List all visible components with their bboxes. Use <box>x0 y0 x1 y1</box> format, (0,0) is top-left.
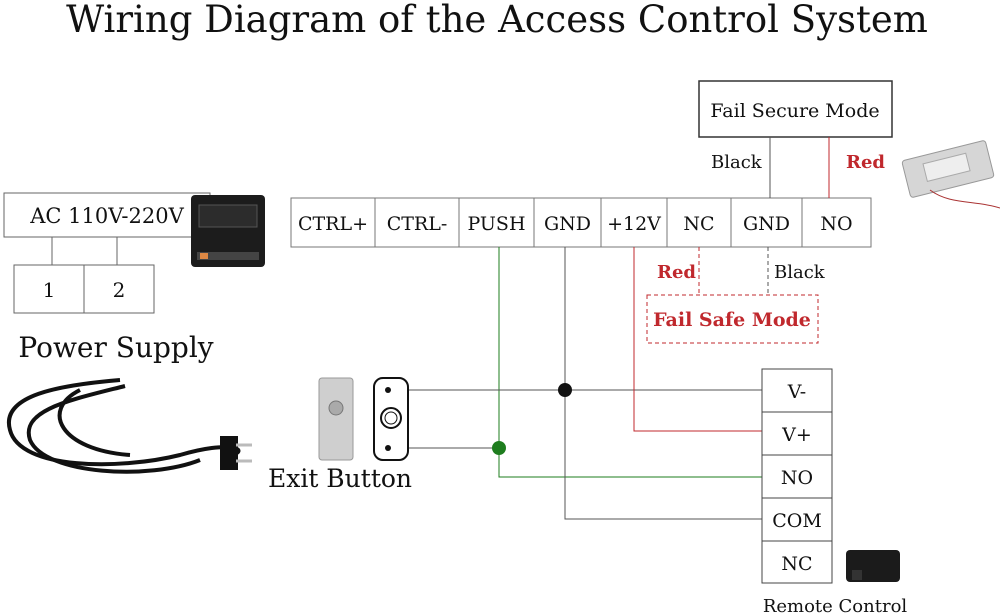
exit-button: Exit Button <box>268 377 412 493</box>
fail-secure-label: Fail Secure Mode <box>710 100 879 122</box>
exit-button-caption: Exit Button <box>268 464 412 493</box>
controller-terminal-label: CTRL- <box>387 213 448 235</box>
controller-terminal-block: CTRL+ CTRL- PUSH GND +12V NC GND NO <box>290 197 872 248</box>
controller-terminal-label: GND <box>544 213 591 235</box>
remote-terminal: V- <box>761 368 833 413</box>
remote-terminal-label: COM <box>772 510 822 532</box>
wires <box>390 247 762 520</box>
power-supply-unit-image <box>191 195 265 267</box>
controller-terminal-label: +12V <box>607 213 661 235</box>
remote-terminal: NC <box>761 540 833 584</box>
push-wire <box>498 247 762 478</box>
remote-terminal: V+ <box>761 411 833 456</box>
electric-strike-lock-image <box>901 140 1000 209</box>
controller-terminal-label: PUSH <box>467 213 525 235</box>
controller-terminal-label: CTRL+ <box>298 213 368 235</box>
controller-terminal: CTRL- <box>374 197 460 248</box>
diagram-title: Wiring Diagram of the Access Control Sys… <box>66 0 928 41</box>
remote-terminal-label: NO <box>781 467 813 489</box>
fail-secure-black-label: Black <box>711 152 763 173</box>
push-junction <box>492 441 506 455</box>
ac-input: AC 110V-220V 1 2 Power Supply <box>3 192 214 364</box>
power-supply-caption: Power Supply <box>18 331 213 364</box>
fail-safe-label: Fail Safe Mode <box>653 309 811 331</box>
fail-safe-red-label: Red <box>657 262 696 283</box>
ac-label: AC 110V-220V <box>29 204 184 228</box>
remote-terminal-label: V+ <box>781 424 812 446</box>
fail-secure-group: Fail Secure Mode Black Red <box>698 80 893 198</box>
remote-terminal: NO <box>761 454 833 499</box>
controller-terminal: NO <box>801 197 872 248</box>
gnd-junction <box>558 383 572 397</box>
remote-terminal: COM <box>761 497 833 542</box>
controller-terminal: CTRL+ <box>290 197 376 248</box>
gnd-wire <box>564 247 762 520</box>
controller-terminal: GND <box>533 197 602 248</box>
controller-terminal: PUSH <box>458 197 535 248</box>
remote-terminal-block: V- V+ NO COM NC <box>761 368 833 584</box>
12v-wire <box>633 247 762 432</box>
ac-terminal-1: 1 <box>43 278 56 302</box>
ac-terminal-2: 2 <box>113 278 126 302</box>
remote-caption: Remote Control <box>763 596 908 616</box>
controller-terminal-label: NC <box>683 213 714 235</box>
controller-terminal: GND <box>730 197 803 248</box>
fail-safe-black-label: Black <box>774 262 826 283</box>
power-cord-image <box>6 378 252 474</box>
controller-terminal-label: GND <box>743 213 790 235</box>
remote-terminal-label: V- <box>787 381 806 403</box>
fail-safe-group: Fail Safe Mode Red Black <box>646 247 826 344</box>
controller-terminal-label: NO <box>820 213 852 235</box>
remote-receiver-image <box>846 550 900 582</box>
remote-terminal-label: NC <box>781 553 812 575</box>
controller-terminal: NC <box>666 197 732 248</box>
controller-terminal: +12V <box>600 197 668 248</box>
fail-secure-red-label: Red <box>846 152 885 173</box>
